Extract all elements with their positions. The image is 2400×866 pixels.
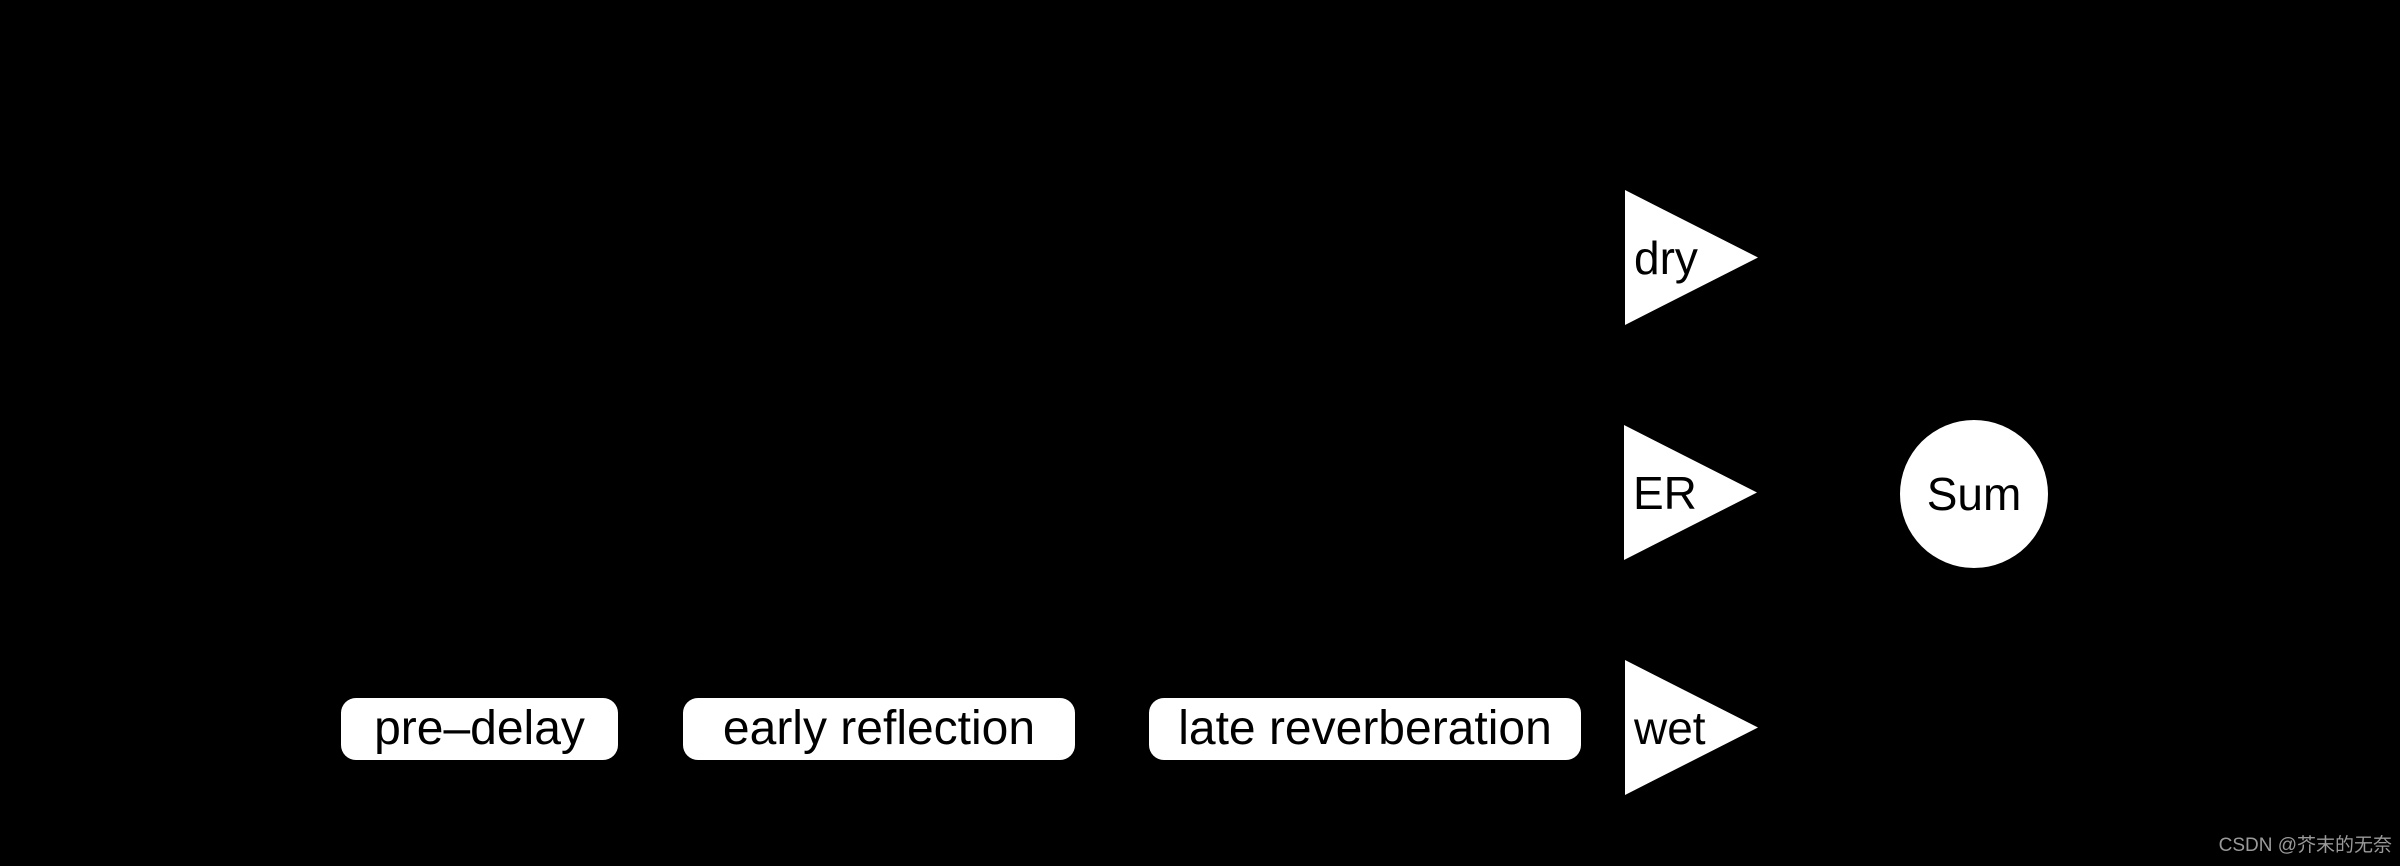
watermark: CSDN @芥末的无奈	[2218, 835, 2392, 857]
late-reverberation-label: late reverberation	[1178, 702, 1552, 755]
early-reflection-box: early reflection	[683, 698, 1075, 760]
sum-label: Sum	[1926, 468, 2022, 520]
pre-delay-box: pre–delay	[341, 698, 618, 760]
dry-gain-label: dry	[1634, 231, 1698, 284]
dry-gain-node: dry	[1625, 190, 1758, 325]
er-gain-label: ER	[1633, 466, 1697, 519]
sum-node: Sum	[1900, 420, 2048, 568]
wet-gain-node: wet	[1625, 660, 1758, 795]
amplifier-triangle-icon	[1625, 660, 1758, 795]
amplifier-triangle-icon	[1625, 190, 1758, 325]
pre-delay-label: pre–delay	[374, 702, 585, 755]
wet-gain-label: wet	[1634, 701, 1706, 754]
late-reverberation-box: late reverberation	[1149, 698, 1581, 760]
er-gain-node: ER	[1624, 425, 1757, 560]
amplifier-triangle-icon	[1624, 425, 1757, 560]
early-reflection-label: early reflection	[722, 702, 1036, 755]
